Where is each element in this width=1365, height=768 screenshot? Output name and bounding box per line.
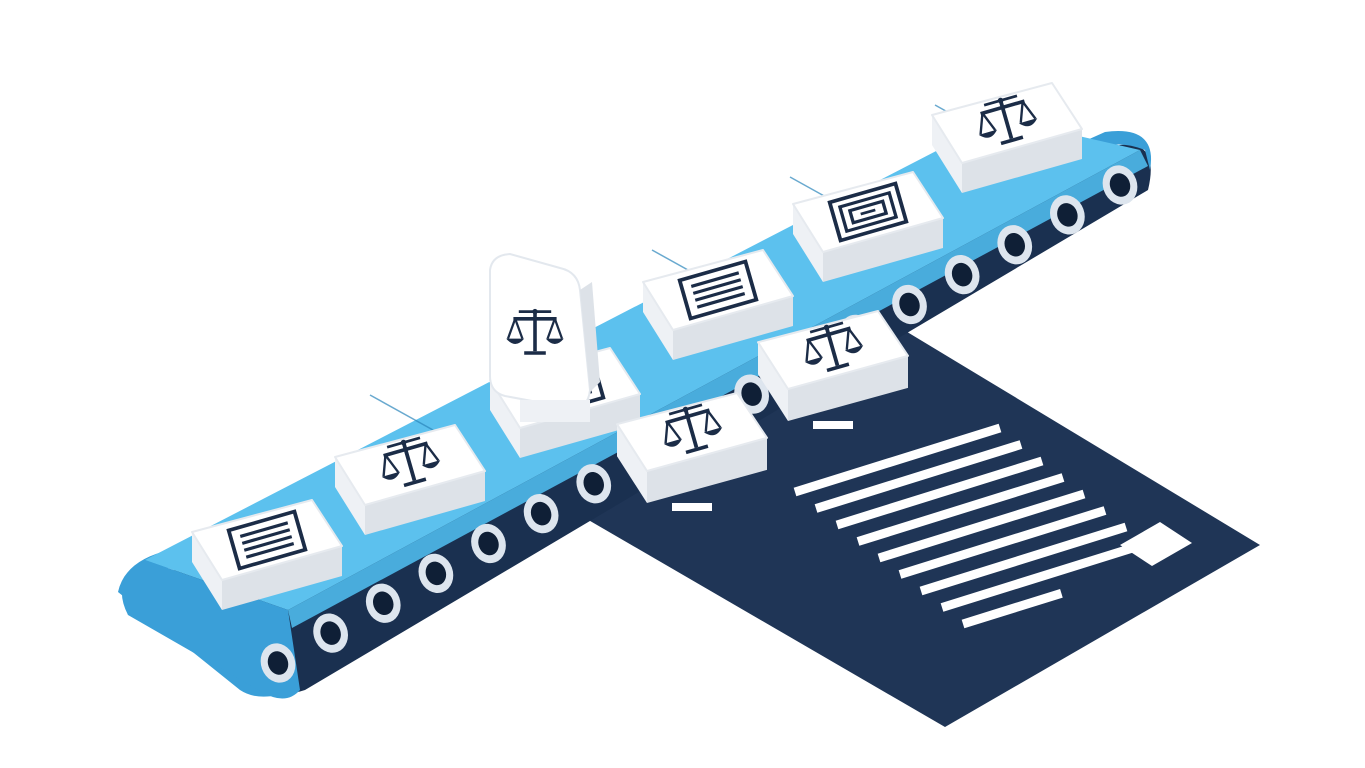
document-line	[793, 423, 1002, 497]
roller	[576, 464, 612, 504]
roller	[418, 553, 454, 594]
roller	[1049, 195, 1085, 235]
document-line	[961, 588, 1063, 629]
box-base	[672, 503, 712, 511]
document-line	[814, 440, 1023, 513]
document-line	[835, 456, 1044, 530]
roller	[523, 493, 559, 534]
box-base	[813, 421, 853, 429]
roller	[471, 523, 506, 564]
cargo-box	[931, 82, 1083, 193]
moving-boxes	[616, 310, 909, 511]
document-text-lines	[793, 423, 1149, 629]
document-line	[856, 473, 1065, 546]
document-line	[940, 539, 1149, 612]
belt-end-cap	[121, 560, 300, 699]
roller	[944, 254, 980, 295]
cargo-box	[334, 424, 486, 535]
moving-box	[757, 310, 909, 429]
box-base	[520, 400, 590, 422]
roller	[313, 613, 349, 653]
roller	[365, 583, 401, 623]
moving-box	[616, 392, 768, 511]
roller	[892, 284, 927, 325]
document-line	[919, 522, 1128, 596]
roller	[1102, 165, 1138, 205]
roller	[260, 643, 296, 683]
belt-top-near-edge	[288, 150, 1148, 628]
roller	[997, 225, 1033, 265]
standing-box	[489, 252, 600, 422]
cargo-box	[792, 171, 944, 282]
tilted-box	[489, 252, 600, 422]
document-line	[898, 506, 1107, 579]
document-line	[877, 489, 1086, 563]
cargo-box	[642, 249, 794, 360]
document-signature-box	[1120, 522, 1192, 566]
cargo-box	[191, 499, 343, 610]
